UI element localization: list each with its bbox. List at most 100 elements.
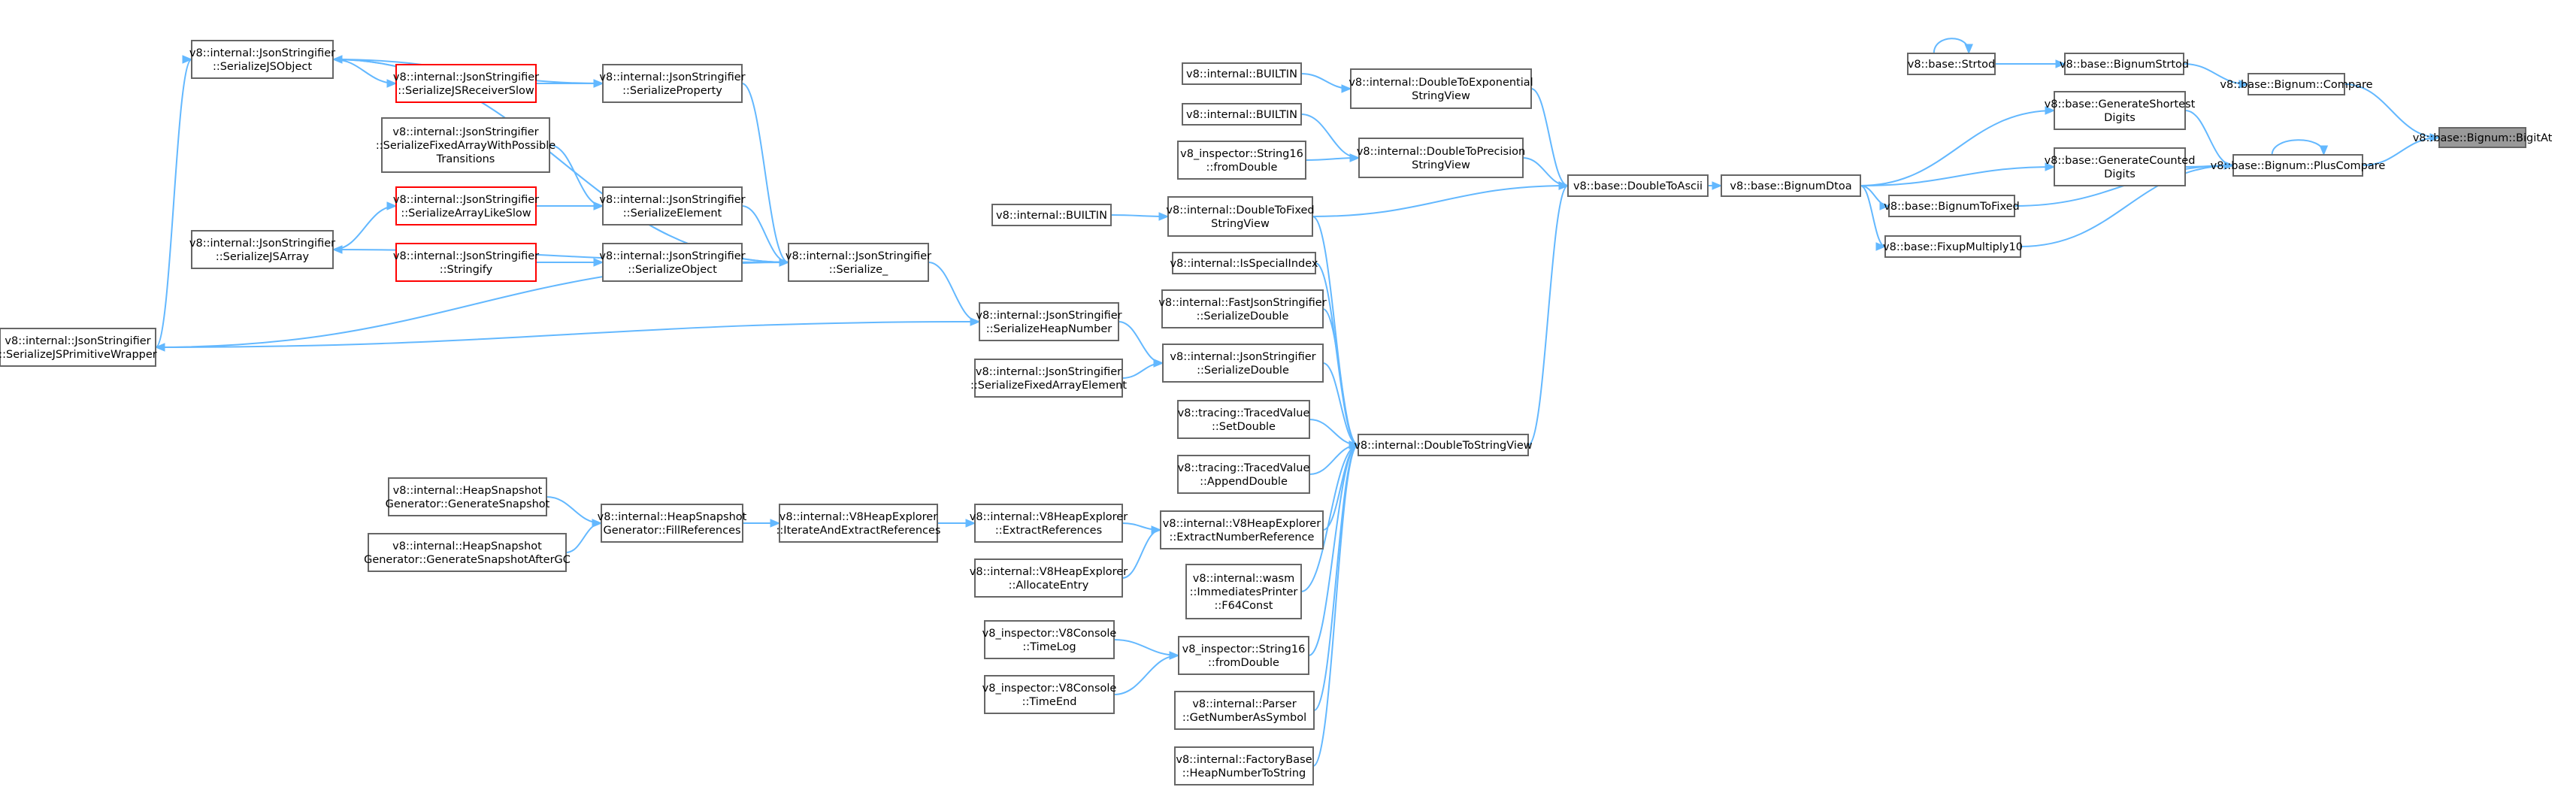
edge-line: [1530, 88, 1569, 186]
arrow-head: [182, 55, 193, 64]
arrow-head: [1964, 44, 1973, 55]
graph-node-n11[interactable]: v8::base::DoubleToAscii: [1567, 174, 1709, 197]
graph-node-n38[interactable]: v8::internal::JsonStringifier::Serialize…: [393, 186, 539, 226]
graph-node-n50[interactable]: v8_inspector::V8Console::TimeEnd: [982, 675, 1117, 714]
graph-node-n37[interactable]: v8::internal::JsonStringifier::Serialize…: [376, 117, 555, 173]
node-box: [191, 40, 334, 79]
graph-node-n41[interactable]: v8::internal::JsonStringifier::Stringify: [393, 243, 539, 282]
graph-node-n26[interactable]: v8::internal::wasm::ImmediatesPrinter::F…: [1185, 564, 1302, 619]
graph-node-n35[interactable]: v8::internal::JsonStringifier::Serialize…: [393, 64, 539, 103]
graph-node-n30[interactable]: v8::internal::JsonStringifier::Serialize…: [976, 302, 1122, 341]
edge-n36-to-n32: [741, 83, 790, 267]
graph-node-n15[interactable]: v8::internal::DoubleToStringView: [1354, 434, 1533, 456]
arrow-head: [2045, 106, 2056, 115]
node-label-line: v8::internal::JsonStringifier: [976, 366, 1122, 378]
graph-node-n47[interactable]: v8::internal::HeapSnapshotGenerator::Gen…: [386, 477, 550, 516]
graph-node-n43[interactable]: v8::internal::V8HeapExplorer::ExtractRef…: [970, 504, 1128, 543]
graph-node-n10[interactable]: v8::base::BignumDtoa: [1721, 174, 1861, 197]
node-label-line: v8::internal::JsonStringifier: [599, 71, 745, 83]
node-label-line: ::TimeLog: [1022, 641, 1076, 653]
graph-node-n18[interactable]: v8_inspector::String16::fromDouble: [1177, 141, 1306, 180]
graph-node-n28[interactable]: v8::internal::Parser::GetNumberAsSymbol: [1174, 691, 1315, 730]
graph-node-n9[interactable]: v8::base::FixupMultiply10: [1883, 235, 2023, 258]
graph-node-n32[interactable]: v8::internal::JsonStringifier::Serialize…: [786, 243, 931, 282]
node-box: [191, 230, 334, 269]
graph-node-n48[interactable]: v8::internal::HeapSnapshotGenerator::Gen…: [364, 533, 571, 572]
graph-node-n40[interactable]: v8::internal::JsonStringifier::Serialize…: [189, 230, 335, 269]
node-box: [1174, 746, 1314, 785]
graph-node-n19[interactable]: v8::internal::BUILTIN: [991, 204, 1112, 226]
edge-n28-to-n15: [1313, 440, 1360, 711]
graph-node-n5[interactable]: v8::base::Strtod: [1907, 53, 1996, 75]
graph-node-n4[interactable]: v8::base::BignumStrtod: [2060, 53, 2189, 75]
edge-n5-to-n4: [1995, 59, 2066, 68]
graph-node-n29[interactable]: v8::internal::FactoryBase::HeapNumberToS…: [1174, 746, 1314, 785]
node-box: [2064, 53, 2184, 75]
graph-node-n16[interactable]: v8::internal::BUILTIN: [1182, 62, 1302, 85]
node-box: [779, 504, 938, 543]
node-box: [601, 504, 743, 543]
edge-line: [2020, 165, 2234, 247]
node-box: [1907, 53, 1996, 75]
edge-n16-to-n12: [1300, 73, 1352, 93]
graph-node-n42[interactable]: v8::internal::JsonStringifier::Serialize…: [599, 243, 746, 282]
graph-node-n12[interactable]: v8::internal::DoubleToExponentialStringV…: [1349, 68, 1533, 109]
edge-line: [1860, 166, 2055, 186]
edge-line: [1113, 639, 1179, 656]
node-label-line: ::ExtractNumberReference: [1170, 531, 1315, 543]
edge-line: [1322, 362, 1359, 446]
graph-node-n45[interactable]: v8::internal::V8HeapExplorer::IterateAnd…: [776, 504, 941, 543]
node-label-line: ::SerializeFixedArrayElement: [970, 380, 1127, 392]
node-label-line: v8::internal::DoubleToPrecision: [1357, 146, 1525, 158]
node-box: [1185, 564, 1302, 619]
node-label-line: v8::internal::JsonStringifier: [786, 250, 931, 262]
graph-node-n8[interactable]: v8::base::BignumToFixed: [1884, 195, 2020, 217]
graph-node-n1[interactable]: v8::base::Bignum::BigitAt: [2413, 127, 2553, 148]
graph-node-n25[interactable]: v8::internal::V8HeapExplorer::ExtractNum…: [1160, 510, 1324, 549]
graph-node-n13[interactable]: v8::internal::DoubleToPrecisionStringVie…: [1357, 138, 1525, 178]
graph-node-n23[interactable]: v8::tracing::TracedValue::SetDouble: [1177, 400, 1310, 439]
graph-node-n36[interactable]: v8::internal::JsonStringifier::Serialize…: [599, 64, 746, 103]
edge-line: [1527, 185, 1569, 446]
graph-node-n33[interactable]: v8::internal::JsonStringifier::Serialize…: [0, 328, 157, 367]
node-box: [2232, 154, 2363, 177]
graph-node-n3[interactable]: v8::base::Bignum::PlusCompare: [2211, 154, 2386, 177]
node-box: [1162, 344, 1324, 383]
node-label-line: v8::internal::DoubleToExponential: [1349, 77, 1533, 89]
graph-node-n20[interactable]: v8::internal::IsSpecialIndex: [1170, 252, 1318, 274]
node-box: [1182, 62, 1302, 85]
node-box: [602, 243, 743, 282]
node-label-line: ::SerializeDouble: [1197, 365, 1289, 377]
graph-node-n49[interactable]: v8_inspector::V8Console::TimeLog: [982, 620, 1117, 659]
graph-node-n31[interactable]: v8::internal::JsonStringifier::Serialize…: [970, 359, 1127, 398]
node-box: [602, 64, 743, 103]
node-label-line: v8::base::Bignum::BigitAt: [2413, 132, 2553, 144]
graph-node-n24[interactable]: v8::tracing::TracedValue::AppendDouble: [1177, 455, 1310, 494]
node-label-line: ::SerializeJSReceiverSlow: [398, 85, 534, 97]
edge-n3-to-n1: [2362, 133, 2441, 166]
node-label-line: ::SerializeArrayLikeSlow: [401, 207, 531, 219]
node-box: [974, 359, 1123, 398]
arrow-head: [970, 317, 981, 326]
graph-node-n17[interactable]: v8::internal::BUILTIN: [1182, 103, 1302, 126]
arrow-head: [1875, 242, 1887, 251]
graph-node-n21[interactable]: v8::internal::FastJsonStringifier::Seria…: [1158, 289, 1327, 328]
node-label-line: ::SetDouble: [1212, 421, 1276, 433]
graph-node-n22[interactable]: v8::internal::JsonStringifier::Serialize…: [1162, 344, 1324, 383]
graph-node-n34[interactable]: v8::internal::JsonStringifier::Serialize…: [189, 40, 335, 79]
graph-node-n44[interactable]: v8::internal::V8HeapExplorer::AllocateEn…: [970, 558, 1128, 598]
graph-node-n2[interactable]: v8::base::Bignum::Compare: [2220, 73, 2373, 95]
node-label-line: Digits: [2104, 168, 2136, 180]
graph-node-n46[interactable]: v8::internal::HeapSnapshotGenerator::Fil…: [598, 504, 747, 543]
node-label-line: v8::internal::JsonStringifier: [976, 310, 1122, 322]
node-box: [395, 186, 537, 226]
graph-node-n39[interactable]: v8::internal::JsonStringifier::Serialize…: [599, 186, 746, 226]
arrow-head: [2429, 133, 2441, 142]
node-label-line: Digits: [2104, 112, 2136, 124]
node-label-line: v8::internal::V8HeapExplorer: [970, 511, 1128, 523]
arrow-head: [593, 201, 604, 210]
graph-node-n27[interactable]: v8_inspector::String16::fromDouble: [1178, 636, 1309, 675]
